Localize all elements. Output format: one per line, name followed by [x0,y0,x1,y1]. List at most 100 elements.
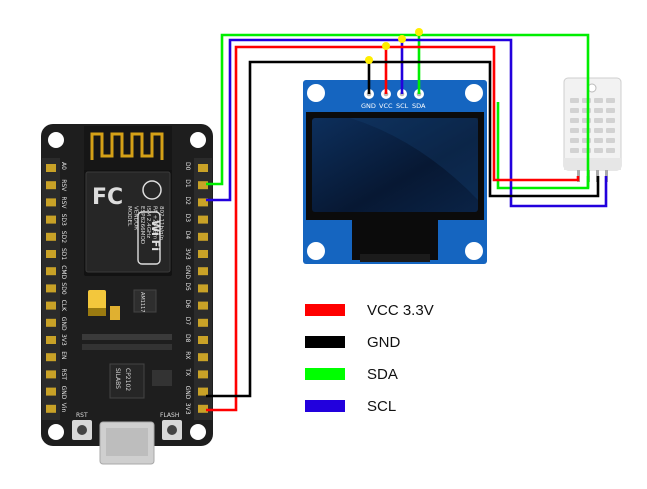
left-header-pin [46,215,56,224]
legend-label: SDA [367,366,398,383]
left-pin-label: RSV [60,179,67,192]
module-model-line: MODEL [126,206,132,227]
left-header-pin [46,267,56,276]
right-header-pin [198,353,208,362]
left-header-pin [46,301,56,310]
regulator-chip [133,289,157,313]
fc-mark: FC [92,185,123,210]
left-header-pin [46,181,56,190]
wifi-logo-box [137,211,161,265]
right-pin-label: D8 [184,334,191,343]
usb-bridge-chip [109,363,145,399]
right-header-pin [198,250,208,258]
legend-swatch [305,368,345,380]
rst-label: RST [76,412,88,419]
right-pin-label: D0 [184,162,191,171]
left-header-pin [46,404,56,413]
left-pin-label: SD2 [60,231,67,243]
wire-sda [206,33,590,190]
right-pin-label: D7 [184,317,191,326]
right-pin-label: 3V3 [184,403,191,415]
left-pin-label: CMD [60,265,67,279]
pcb-antenna [90,132,164,160]
left-pin-label: GND [60,317,67,331]
right-header-pin [198,284,208,293]
legend-swatch [305,400,345,412]
oled-pin-vcc: VCC [379,102,393,110]
right-pin-label: TX [184,367,191,376]
right-header-pin [198,404,208,413]
right-pin-label: D1 [184,179,191,188]
legend-label: GND [367,334,401,351]
left-header-pin [46,232,56,241]
left-pin-label: SD1 [60,248,67,260]
small-capacitor [110,306,120,320]
espressif-logo [142,180,162,200]
wire-scl [206,38,608,208]
right-header-pin [198,318,208,327]
module-model-line: 802.11b/g/n [158,206,164,240]
left-header-pin [46,198,56,207]
legend-swatch [305,304,345,316]
left-pin-label: CLK [60,300,67,313]
oled-pin-sda: SDA [412,102,426,110]
right-pin-label: D5 [184,282,191,291]
left-header-pin [46,318,56,327]
right-header-pin [198,301,208,310]
left-pin-label: Vin [60,403,67,413]
right-header-pin [198,164,208,172]
left-header-pin [46,284,56,293]
module-model-line: VENDOR [132,206,138,230]
wire-vcc [206,45,580,412]
legend-swatch [305,336,345,348]
left-pin-label: A0 [60,162,67,170]
right-pin-label: GND [184,265,191,279]
right-pin-label: RX [184,351,191,359]
right-pin-label: D6 [184,300,191,309]
left-pin-label: EN [60,351,67,359]
legend-label: VCC 3.3V [367,302,434,319]
wifi-mark: Wi Fi [149,220,162,251]
left-pin-label: RST [60,368,67,380]
right-pin-label: D2 [184,196,191,205]
right-header-pin [198,387,208,396]
right-header-pin [198,198,208,207]
oled-pin-gnd: GND [361,102,376,110]
flash-label: FLASH [160,412,179,419]
right-header-pin [198,181,208,190]
right-header-pin [198,232,208,241]
usb-chip-line-1: SILABS [114,368,121,389]
legend-label: SCL [367,398,396,415]
left-pin-label: GND [60,386,67,400]
left-pin-label: SD3 [60,214,67,226]
left-header-pin [46,387,56,396]
left-header-pin [46,336,56,344]
left-pin-label: 3V3 [60,334,67,346]
module-model-line: PA +25dBm [152,206,158,239]
wire-gnd [206,60,600,398]
right-pin-label: D3 [184,214,191,223]
legend: VCC 3.3V GND SDA SCL [305,302,434,415]
wires [206,33,608,412]
left-pin-label: RSV [60,196,67,209]
usb-chip-line-2: CP2102 [124,368,131,391]
left-header-pin [46,164,56,172]
wire-junctions [365,28,423,64]
oled-screen [312,118,478,212]
right-header-pin [198,370,208,379]
right-pin-label: GND [184,386,191,400]
right-pin-label: 3V3 [184,248,191,260]
right-header-pin [198,215,208,224]
left-header-pin [46,250,56,258]
dht-sensor [563,77,622,182]
right-header-pin [198,267,208,276]
right-pin-label: D4 [184,231,191,240]
left-pin-label: SD0 [60,282,67,294]
right-header-pin [198,336,208,344]
nodemcu-board: A0RSVRSVSD3SD2SD1CMDSD0CLKGND3V3ENRSTGND… [41,124,213,465]
oled-pin-scl: SCL [396,102,409,110]
regulator-label: AM1117 [139,292,145,312]
module-model-line: ISM 2.4GHz [145,206,151,238]
